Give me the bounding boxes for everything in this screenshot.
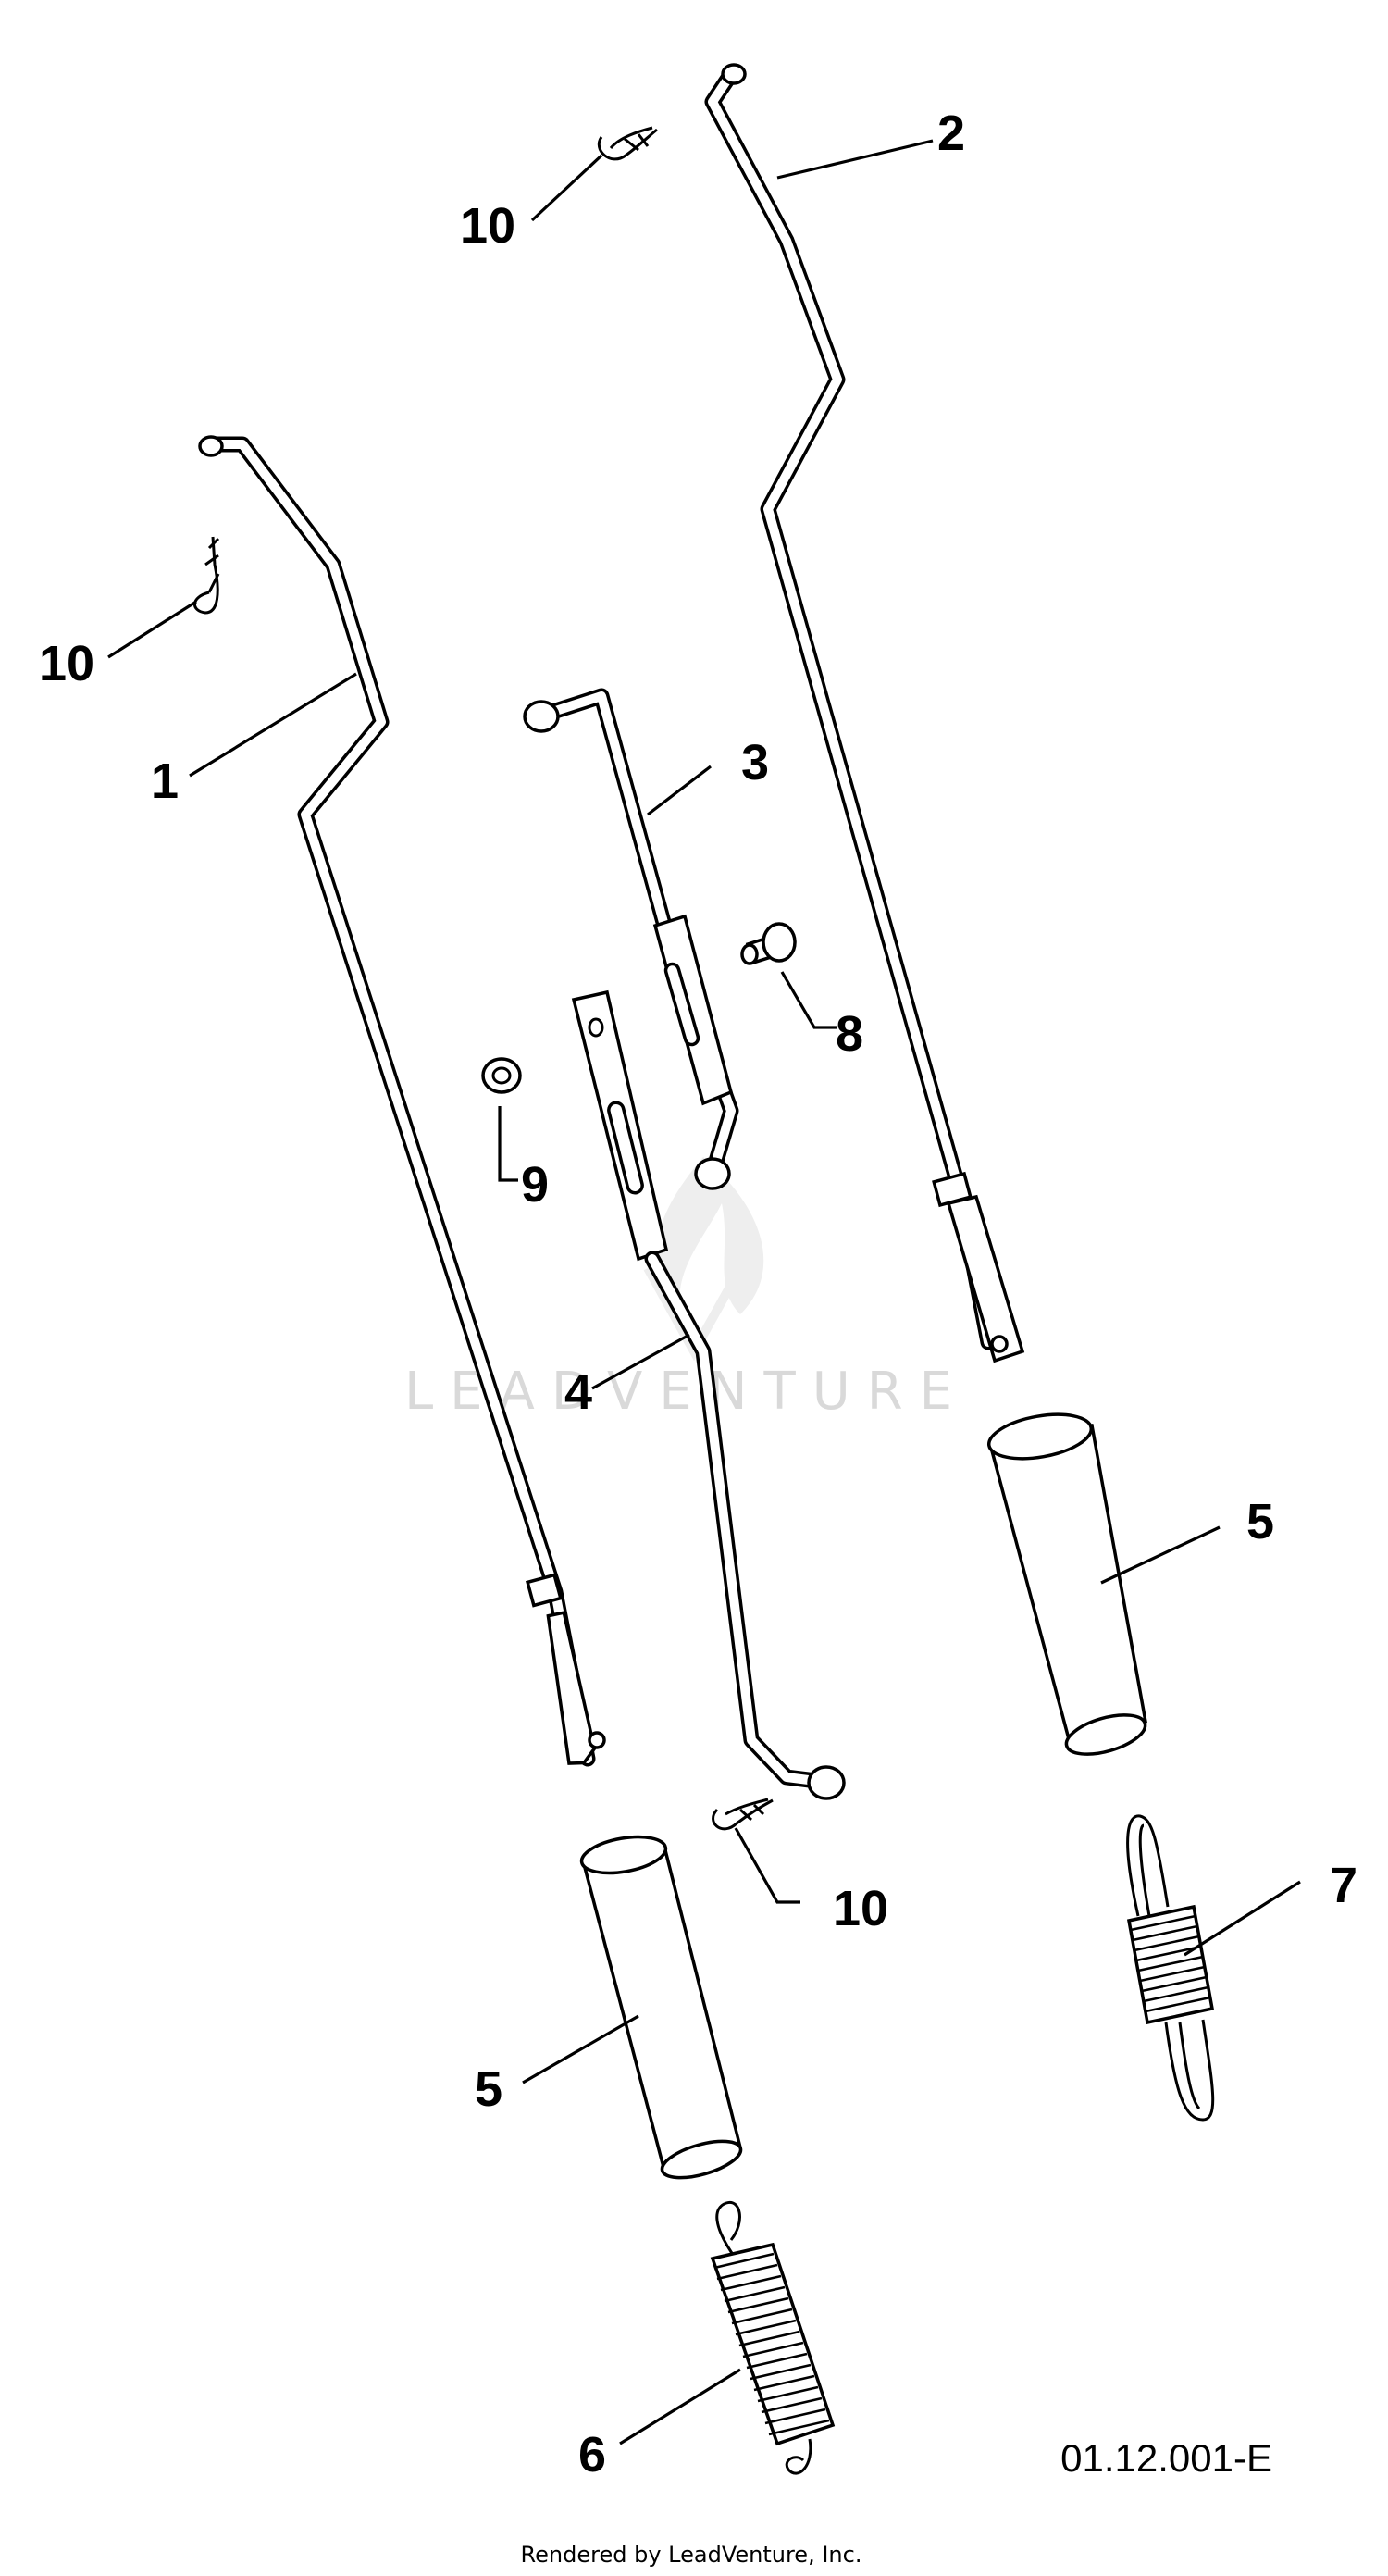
callout-5a: 5 — [1246, 1494, 1274, 1549]
part-clip-10b — [193, 536, 220, 615]
part-rod-1 — [198, 435, 606, 1767]
callout-6: 6 — [578, 2427, 606, 2483]
part-link-3 — [523, 688, 739, 1190]
callout-1: 1 — [151, 753, 179, 809]
part-clip-10a — [597, 126, 658, 161]
callout-10b: 10 — [39, 636, 94, 691]
callout-7: 7 — [1330, 1858, 1357, 1913]
callout-9: 9 — [521, 1157, 549, 1213]
part-spring-7 — [1126, 1814, 1215, 2122]
part-pin-8 — [740, 922, 797, 965]
part-grip-5a — [986, 1412, 1147, 1756]
part-nut-9 — [481, 1057, 522, 1094]
part-rod-2 — [704, 63, 1025, 1363]
callout-5b: 5 — [475, 2061, 502, 2117]
callout-3: 3 — [741, 735, 769, 790]
part-spring-6 — [710, 2200, 836, 2475]
leader-lines — [107, 139, 1301, 2445]
part-grip-5b — [579, 1835, 743, 2180]
callout-2: 2 — [937, 106, 965, 161]
render-credit: Rendered by LeadVenture, Inc. — [521, 2542, 862, 2568]
callout-10a: 10 — [460, 198, 515, 254]
callout-labels: 1 2 3 4 5 5 6 7 8 9 10 10 10 — [39, 106, 1357, 2483]
callout-8: 8 — [836, 1006, 863, 1062]
callout-4: 4 — [564, 1364, 592, 1420]
diagram-code: 01.12.001-E — [1060, 2436, 1272, 2480]
part-link-4 — [571, 989, 846, 1800]
part-clip-10c — [712, 1798, 774, 1831]
callout-10c: 10 — [833, 1881, 888, 1936]
